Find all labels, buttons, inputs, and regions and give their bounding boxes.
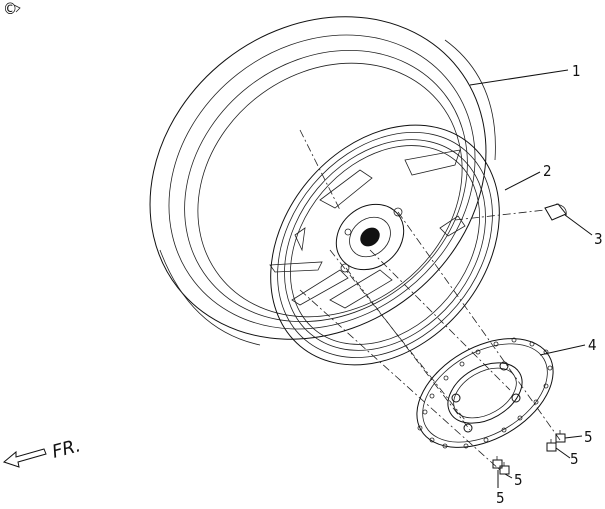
callout-5d: 5	[496, 489, 505, 507]
front-direction-indicator: FR.	[2, 435, 83, 468]
assembly-axis-lines	[299, 129, 561, 471]
callout-5c: 5	[514, 471, 523, 489]
bolt	[499, 462, 510, 475]
valve	[544, 203, 567, 221]
watermark-fragment	[13, 4, 21, 13]
bolt	[492, 456, 503, 469]
brake-disc	[416, 337, 554, 449]
callout-1: 1	[572, 62, 581, 80]
callout-2: 2	[543, 162, 552, 180]
bolts	[492, 430, 566, 475]
copyright-mark: ©	[3, 0, 17, 18]
wheel-rim	[269, 124, 500, 366]
leader-lines	[469, 69, 593, 488]
bolt	[546, 439, 557, 452]
callout-5b: 5	[570, 450, 579, 468]
callout-4: 4	[588, 336, 597, 354]
callout-3: 3	[594, 230, 603, 248]
tire	[149, 16, 496, 346]
direction-label: FR.	[50, 435, 83, 463]
arrow-left-icon	[2, 448, 47, 468]
callout-5a: 5	[584, 428, 593, 446]
